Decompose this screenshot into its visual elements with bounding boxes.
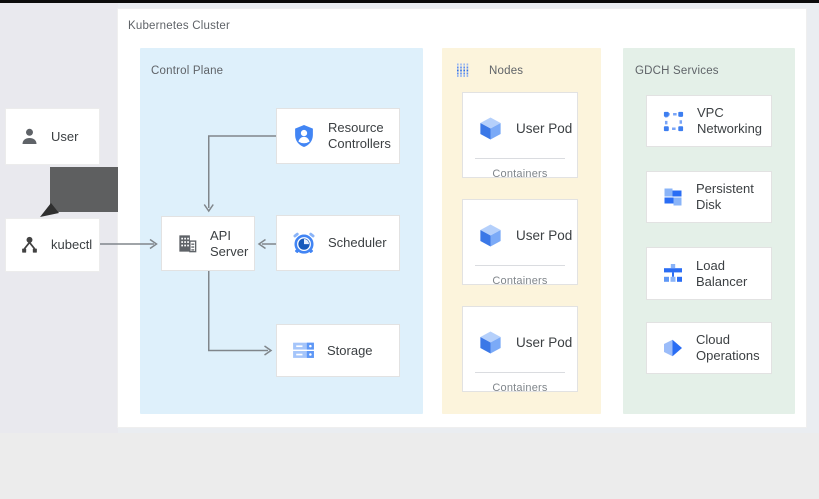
api-server-label: API Server [210, 227, 249, 259]
containers-label: Containers [492, 168, 548, 180]
pod-divider [475, 372, 565, 373]
dot-grid-icon [455, 62, 471, 78]
load-balancer-label: Load Balancer [696, 257, 748, 289]
vpc-networking-card: VPC Networking [646, 95, 772, 147]
kubectl-node: kubectl [5, 218, 100, 272]
scheduler-card: Scheduler [276, 215, 400, 271]
kubernetes-cluster-label: Kubernetes Cluster [128, 20, 231, 32]
pod-cube-icon [477, 115, 504, 142]
storage-label: Storage [327, 342, 373, 358]
user-pod-card: User Pod Containers [462, 199, 578, 287]
pod-cube-icon [477, 329, 504, 356]
kubectl-icon [19, 235, 40, 256]
user-pod-label: User Pod [516, 227, 573, 243]
vpc-networking-label: VPC Networking [697, 105, 763, 136]
shield-user-icon [291, 123, 317, 149]
gdch-services-label: GDCH Services [635, 65, 719, 77]
load-balancer-card: Load Balancer [646, 247, 772, 300]
pod-divider [475, 265, 565, 266]
user-pod-label: User Pod [516, 334, 573, 350]
scheduler-clock-icon [291, 230, 317, 256]
user-pod-card: User Pod Containers [462, 92, 578, 180]
building-icon [176, 232, 199, 255]
user-label: User [51, 128, 79, 144]
cloud-operations-label: Cloud Operations [696, 332, 760, 363]
nodes-label: Nodes [489, 65, 524, 77]
containers-label: Containers [492, 275, 548, 287]
api-server-card: API Server [161, 216, 255, 271]
user-pod-label: User Pod [516, 120, 573, 136]
cloud-operations-icon [661, 336, 685, 360]
resource-controllers-label: Resource Controllers [328, 120, 391, 151]
vpc-networking-icon [661, 109, 686, 134]
resource-controllers-card: Resource Controllers [276, 108, 400, 164]
containers-label: Containers [492, 382, 548, 394]
storage-card: Storage [276, 324, 400, 377]
kubectl-label: kubectl [51, 237, 93, 252]
scheduler-label: Scheduler [328, 235, 387, 250]
bottom-background [0, 433, 819, 499]
storage-disks-icon [291, 338, 316, 363]
person-icon [19, 126, 40, 147]
cloud-operations-card: Cloud Operations [646, 322, 772, 374]
persistent-disk-label: Persistent Disk [696, 181, 754, 212]
user-node: User [5, 108, 100, 165]
top-border-bar [0, 0, 819, 3]
pod-divider [475, 158, 565, 159]
pod-cube-icon [477, 222, 504, 249]
persistent-disk-card: Persistent Disk [646, 171, 772, 223]
control-plane-label: Control Plane [151, 65, 224, 77]
load-balancer-icon [661, 262, 685, 286]
user-pod-card: User Pod Containers [462, 306, 578, 394]
persistent-disk-icon [661, 185, 685, 209]
